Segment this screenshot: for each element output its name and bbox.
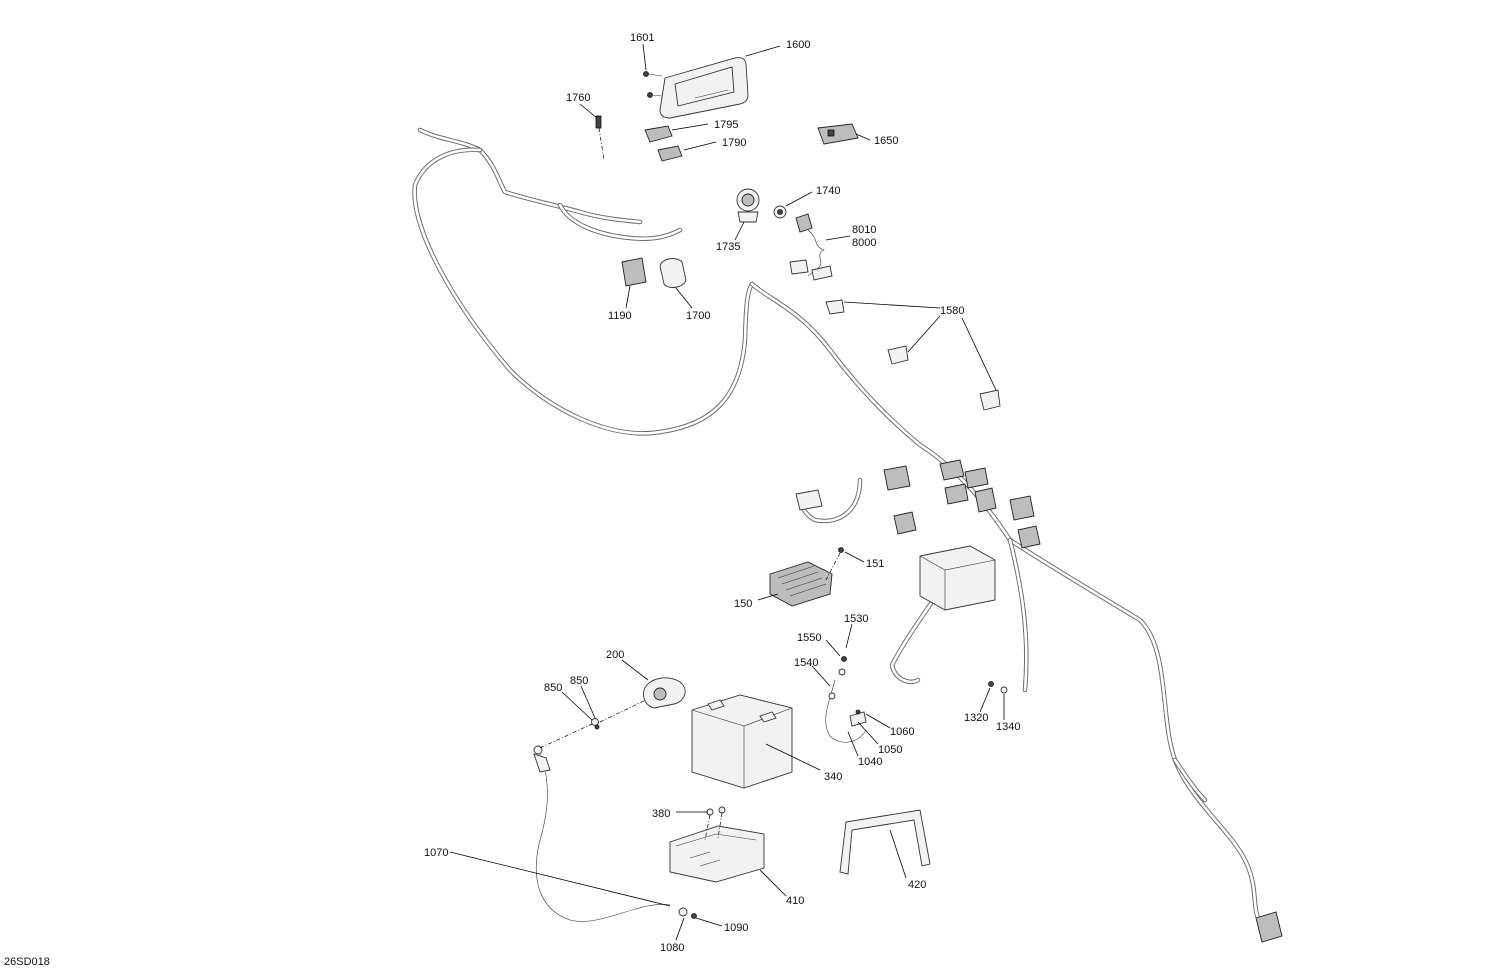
callout-1790: 1790 xyxy=(722,137,746,149)
harness-end-connector xyxy=(1255,911,1283,943)
battery-tray-410 xyxy=(669,806,765,883)
callout-1080: 1080 xyxy=(660,942,684,954)
battery-strap-420 xyxy=(839,809,931,875)
fuse-box xyxy=(919,545,996,611)
callout-1070: 1070 xyxy=(424,847,448,859)
clip-1580-b xyxy=(887,315,941,365)
screw-1601 xyxy=(643,71,663,98)
callout-1795: 1795 xyxy=(714,119,738,131)
screw-1760 xyxy=(595,115,605,161)
callout-1600: 1600 xyxy=(786,39,810,51)
callout-420: 420 xyxy=(908,879,926,891)
callout-850-right: 850 xyxy=(570,675,588,687)
callout-1735: 1735 xyxy=(716,241,740,253)
callout-200: 200 xyxy=(606,649,624,661)
voltage-regulator-150 xyxy=(769,561,833,607)
callout-410: 410 xyxy=(786,895,804,907)
ground-cable-1040 xyxy=(825,656,867,743)
callout-1340: 1340 xyxy=(996,721,1020,733)
clip-1580-a xyxy=(825,299,941,315)
callout-8000: 8000 xyxy=(852,237,876,249)
nut-850 xyxy=(591,699,647,730)
callout-340: 340 xyxy=(824,771,842,783)
callout-1050: 1050 xyxy=(878,744,902,756)
leader-lines xyxy=(449,43,1005,941)
battery-340 xyxy=(691,694,793,789)
connector-1790 xyxy=(657,145,683,162)
cable-8000-8010 xyxy=(789,213,833,281)
callout-1530: 1530 xyxy=(844,613,868,625)
starter-solenoid-200 xyxy=(643,677,686,709)
relay-1700 xyxy=(659,258,687,288)
callout-1550: 1550 xyxy=(797,632,821,644)
nut-1740 xyxy=(773,205,787,219)
connector-1190 xyxy=(621,257,647,287)
callout-1320: 1320 xyxy=(964,712,988,724)
switch-1735 xyxy=(736,188,760,223)
drawing-code: 26SD018 xyxy=(4,956,50,968)
positive-cable-1070 xyxy=(533,723,697,922)
screw-151 xyxy=(825,547,844,581)
connector-1795 xyxy=(644,125,673,143)
callout-150: 150 xyxy=(734,598,752,610)
clip-1580-c xyxy=(961,317,1001,411)
callout-151: 151 xyxy=(866,558,884,570)
main-wiring-harness xyxy=(412,127,1265,928)
callout-1540: 1540 xyxy=(794,657,818,669)
callout-1060: 1060 xyxy=(890,726,914,738)
callout-1580: 1580 xyxy=(940,305,964,317)
callout-8010: 8010 xyxy=(852,224,876,236)
callout-labels: 1601 1600 1760 1795 1790 1650 1740 1735 … xyxy=(424,32,1020,954)
callout-1760: 1760 xyxy=(566,92,590,104)
callout-1700: 1700 xyxy=(686,310,710,322)
callout-1740: 1740 xyxy=(816,185,840,197)
callout-850-left: 850 xyxy=(544,682,562,694)
callout-1190: 1190 xyxy=(608,310,632,322)
fasteners-1320-1340 xyxy=(988,681,1008,694)
harness-connectors xyxy=(795,459,1041,549)
connector-1650 xyxy=(817,123,859,145)
callout-1601: 1601 xyxy=(630,32,654,44)
callout-1040: 1040 xyxy=(858,756,882,768)
gauge-cluster-1600 xyxy=(659,57,749,119)
callout-380: 380 xyxy=(652,808,670,820)
callout-1090: 1090 xyxy=(724,922,748,934)
callout-1650: 1650 xyxy=(874,135,898,147)
